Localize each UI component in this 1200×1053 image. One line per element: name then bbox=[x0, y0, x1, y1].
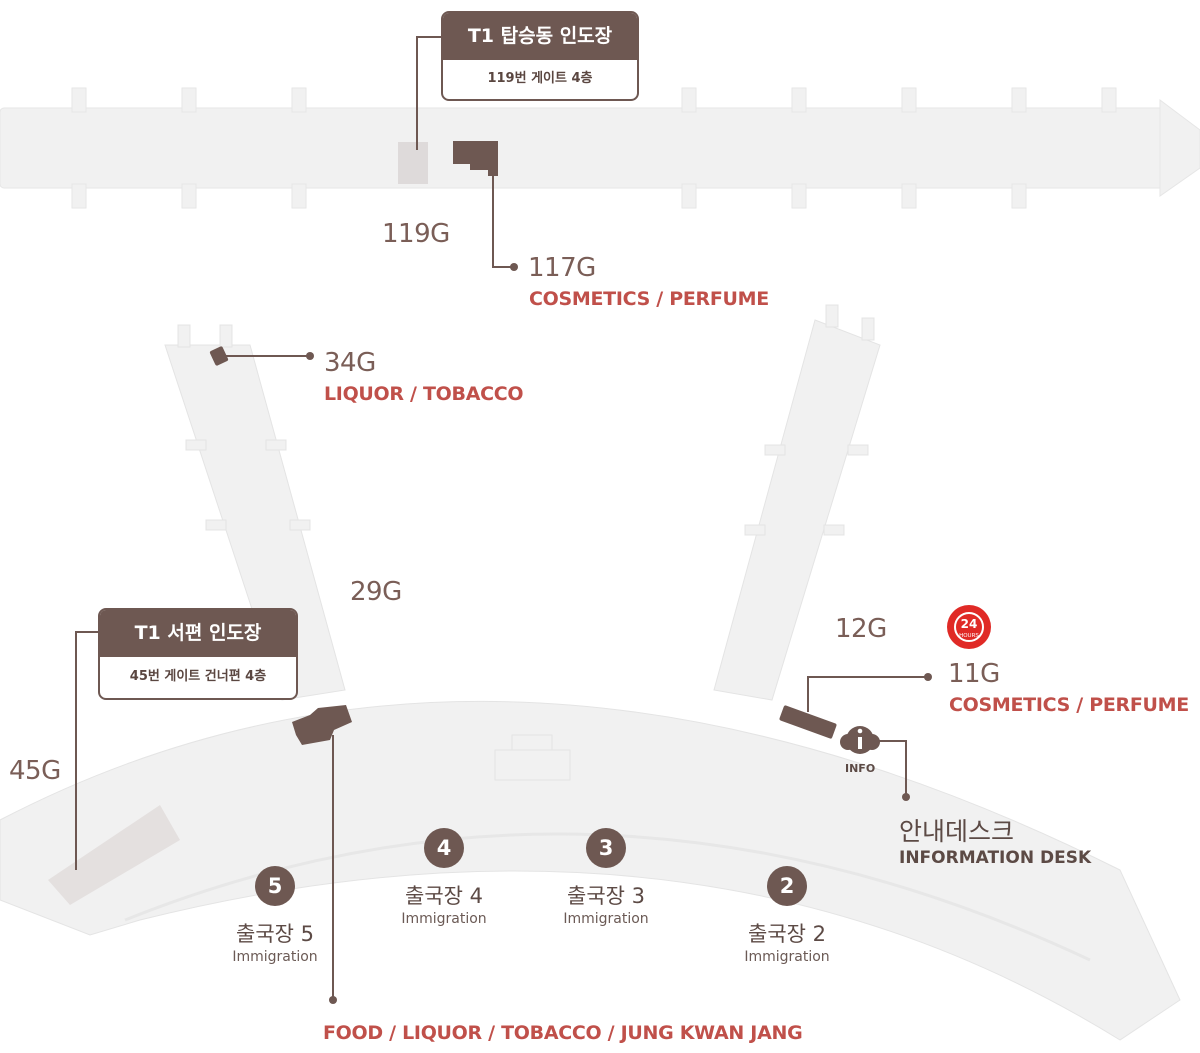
hall-top-sub: 119번 게이트 4층 bbox=[487, 71, 593, 86]
immigration-3-badge: 3 bbox=[586, 828, 626, 868]
leader-lines bbox=[75, 36, 928, 1000]
immigration-5-badge: 5 bbox=[255, 866, 295, 906]
info-desk-en: INFORMATION DESK bbox=[899, 848, 1092, 868]
terminal-floor bbox=[0, 304, 1181, 1041]
store-117 bbox=[453, 141, 498, 176]
gate-119-marker bbox=[398, 142, 428, 184]
hall-west-sub: 45번 게이트 건너편 4층 bbox=[129, 669, 267, 684]
info-desk-ko: 안내데스크 bbox=[899, 817, 1015, 846]
hall-west: T1 서편 인도장 45번 게이트 건너편 4층 bbox=[98, 608, 298, 700]
gate-119-label: 119G bbox=[382, 219, 450, 249]
gate-29-label: 29G bbox=[350, 577, 402, 607]
gate-34-label: 34G bbox=[324, 348, 376, 378]
immigration-4-name: 출국장 4 bbox=[405, 884, 483, 908]
immigration-3-en: Immigration bbox=[563, 911, 649, 927]
immigration-2-badge: 2 bbox=[767, 866, 807, 906]
category-center: FOOD / LIQUOR / TOBACCO / JUNG KWAN JANG bbox=[323, 1022, 803, 1044]
badge-24-text: HOURS bbox=[959, 633, 979, 639]
gate-11-label: 11G bbox=[948, 659, 1000, 689]
leader-dots bbox=[306, 263, 932, 1004]
hall-top: T1 탑승동 인도장 119번 게이트 4층 bbox=[441, 11, 639, 101]
concourse-floor bbox=[0, 87, 1200, 209]
gate-12-label: 12G bbox=[835, 614, 887, 644]
immigration-2-name: 출국장 2 bbox=[748, 922, 826, 946]
store-center bbox=[292, 705, 352, 745]
immigration-5-name: 출국장 5 bbox=[236, 922, 314, 946]
immigration-5-en: Immigration bbox=[232, 949, 318, 965]
gate-45-label: 45G bbox=[9, 756, 61, 786]
24-hours-icon: 24 HOURS bbox=[947, 605, 991, 649]
immigration-2-en: Immigration bbox=[744, 949, 830, 965]
hall-top-title: T1 탑승동 인도장 bbox=[443, 13, 637, 60]
badge-24-num: 24 bbox=[961, 617, 978, 631]
gate-117-label: 117G bbox=[528, 253, 596, 283]
store-34 bbox=[209, 346, 229, 366]
immigration-4-en: Immigration bbox=[401, 911, 487, 927]
gate-45-marker bbox=[48, 805, 180, 905]
store-11 bbox=[779, 705, 837, 739]
immigration-3-name: 출국장 3 bbox=[567, 884, 645, 908]
info-icon bbox=[840, 726, 880, 754]
category-117: COSMETICS / PERFUME bbox=[529, 288, 769, 310]
info-icon-label: INFO bbox=[845, 762, 876, 775]
category-11: COSMETICS / PERFUME bbox=[949, 694, 1189, 716]
category-34: LIQUOR / TOBACCO bbox=[324, 383, 524, 405]
immigration-4-badge: 4 bbox=[424, 828, 464, 868]
hall-west-title: T1 서편 인도장 bbox=[100, 610, 296, 657]
